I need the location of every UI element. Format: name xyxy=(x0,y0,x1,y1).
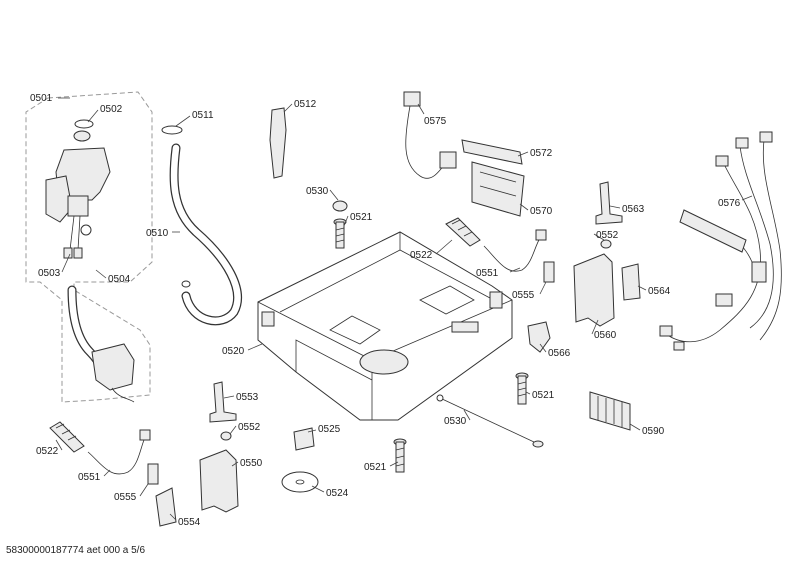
holder-0554-part xyxy=(155,487,177,527)
inlet-valve-part xyxy=(45,119,111,259)
cable-0551-bottom-part xyxy=(87,439,145,475)
float-0530-part xyxy=(332,200,348,212)
bracket-0553-part xyxy=(209,381,237,423)
callout-0503: 0503 xyxy=(38,268,61,279)
cable-0551-top-part xyxy=(483,237,541,272)
connector-0551-bottom-part xyxy=(139,429,151,441)
callout-0522-bottom: 0522 xyxy=(36,446,59,457)
disc-0524-part xyxy=(281,471,319,493)
filter-0590-part xyxy=(589,391,631,431)
spring-0522-top-part xyxy=(445,217,481,247)
connector-0551-top-part xyxy=(535,229,547,241)
callout-0554: 0554 xyxy=(178,517,201,528)
callout-0525: 0525 xyxy=(318,424,341,435)
leader-lines xyxy=(55,97,753,521)
callout-0563: 0563 xyxy=(622,204,645,215)
callout-0560: 0560 xyxy=(594,330,617,341)
callout-0552-right: 0552 xyxy=(596,230,619,241)
box-0570-part xyxy=(471,161,525,217)
callout-0501: 0501 xyxy=(30,93,53,104)
plate-0560-part xyxy=(573,253,615,327)
base-tray-part xyxy=(257,231,513,421)
cover-0572-part xyxy=(461,139,523,165)
wiring-harness-0576-part xyxy=(659,131,782,351)
callout-0553: 0553 xyxy=(236,392,259,403)
holder-0564-part xyxy=(621,263,641,301)
sensor-0555-top-part xyxy=(543,261,555,283)
callout-labels: 0501 0502 0503 0504 0510 0511 0512 0520 … xyxy=(30,93,741,528)
callout-0564: 0564 xyxy=(648,286,671,297)
washer-0552-right-part xyxy=(600,239,612,249)
callout-0566: 0566 xyxy=(548,348,571,359)
holder-0525-part xyxy=(293,427,315,451)
callout-0521-top: 0521 xyxy=(350,212,373,223)
callout-0590: 0590 xyxy=(642,426,665,437)
document-id: 58300000187774 aet 000 a 5/6 xyxy=(6,545,146,556)
callout-0521-right: 0521 xyxy=(532,390,555,401)
callout-0504: 0504 xyxy=(108,274,131,285)
bracket-0512-part xyxy=(269,107,287,179)
washer-0552-left-part xyxy=(220,431,232,441)
holder-0566-part xyxy=(527,321,551,353)
callout-0524: 0524 xyxy=(326,488,349,499)
callout-0572: 0572 xyxy=(530,148,553,159)
screw-0521-bottom-part xyxy=(393,438,407,473)
plate-0550-part xyxy=(199,449,239,513)
callout-0551-top: 0551 xyxy=(476,268,499,279)
callout-0502: 0502 xyxy=(100,104,123,115)
screw-0521-right-part xyxy=(515,372,529,405)
callout-0555-bottom: 0555 xyxy=(114,492,137,503)
callout-0552-left: 0552 xyxy=(238,422,261,433)
callout-0511: 0511 xyxy=(192,110,214,121)
callout-0521-bottom: 0521 xyxy=(364,462,387,473)
drain-hose-part xyxy=(161,125,242,326)
inlet-hose-part xyxy=(67,285,135,403)
callout-0520: 0520 xyxy=(222,346,245,357)
callout-0510: 0510 xyxy=(146,228,169,239)
callout-0551-bottom: 0551 xyxy=(78,472,101,483)
callout-0575: 0575 xyxy=(424,116,447,127)
callout-0570: 0570 xyxy=(530,206,553,217)
screw-0521-top-part xyxy=(333,218,347,249)
callout-0512: 0512 xyxy=(294,99,317,110)
sensor-0555-bottom-part xyxy=(147,463,159,485)
callout-0550: 0550 xyxy=(240,458,263,469)
cable-0575-part xyxy=(403,91,457,179)
callout-0555-top: 0555 xyxy=(512,290,535,301)
bracket-0563-part xyxy=(595,181,623,225)
callout-0530-top: 0530 xyxy=(306,186,329,197)
callout-0522-top: 0522 xyxy=(410,250,433,261)
callout-0576: 0576 xyxy=(718,198,741,209)
rod-0530-part xyxy=(436,394,544,448)
spring-0522-bottom-part xyxy=(49,421,85,453)
callout-0530-bottom: 0530 xyxy=(444,416,467,427)
